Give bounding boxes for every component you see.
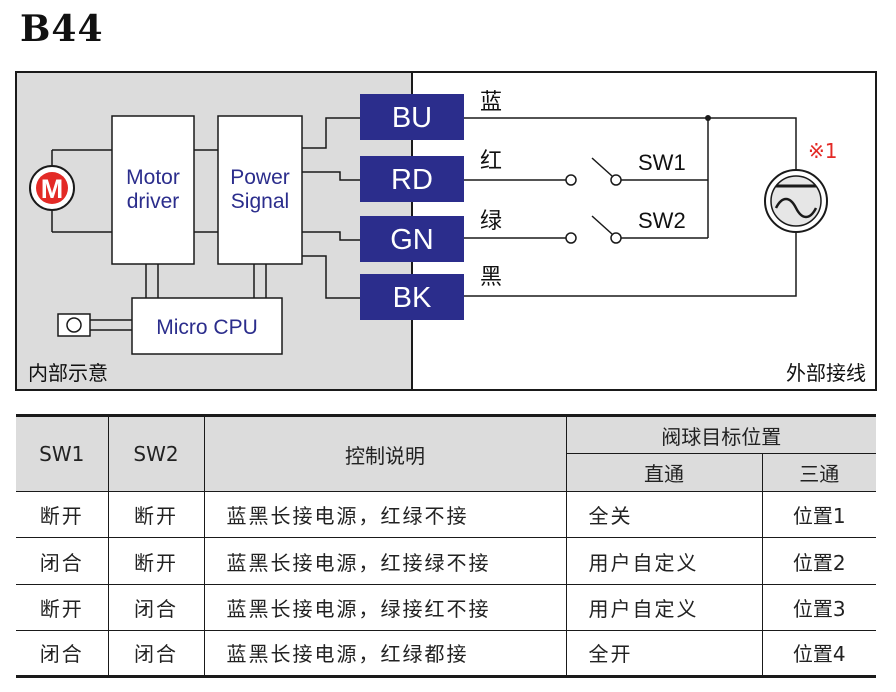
header-target: 阀球目标位置 bbox=[565, 414, 876, 455]
note-mark: ※1 bbox=[808, 139, 837, 163]
header-sw1: SW1 bbox=[16, 414, 109, 493]
cell-three: 位置4 bbox=[761, 629, 876, 678]
cell-straight: 全开 bbox=[565, 629, 763, 678]
cell-sw2: 闭合 bbox=[107, 583, 205, 631]
motor-driver-label-2: driver bbox=[127, 190, 180, 213]
wire-bu-line bbox=[464, 117, 797, 170]
micro-cpu-label: Micro CPU bbox=[156, 316, 258, 339]
sw2-contact-a bbox=[565, 232, 577, 244]
cell-straight: 用户自定义 bbox=[565, 537, 763, 585]
cell-sw1: 断开 bbox=[16, 491, 109, 539]
cell-sw2: 断开 bbox=[107, 491, 205, 539]
wire-box-bk bbox=[360, 274, 464, 320]
table-row: 断开 断开 蓝黑长接电源，红绿不接 全关 位置1 bbox=[16, 491, 876, 539]
cell-desc: 蓝黑长接电源，红接绿不接 bbox=[203, 537, 567, 585]
cell-sw1: 断开 bbox=[16, 583, 109, 631]
wire-code-bk: BK bbox=[393, 282, 432, 314]
external-label: 外部接线 bbox=[786, 361, 866, 385]
wire-box-gn bbox=[360, 216, 464, 262]
cell-desc: 蓝黑长接电源，绿接红不接 bbox=[203, 583, 567, 631]
motor-symbol: M bbox=[41, 174, 64, 204]
wire-color-gn: 绿 bbox=[480, 209, 502, 234]
table-header-row: SW1 SW2 控制说明 阀球目标位置 bbox=[16, 414, 876, 493]
motor-driver-box bbox=[111, 115, 195, 265]
cell-three: 位置2 bbox=[761, 537, 876, 585]
table-row: 断开 闭合 蓝黑长接电源，绿接红不接 用户自定义 位置3 bbox=[16, 583, 876, 631]
wiring-diagram: M Motor driver Power Signal Micro CPU BU… bbox=[15, 71, 877, 391]
sw2-label: SW2 bbox=[638, 208, 686, 233]
sw2-blade bbox=[591, 215, 613, 235]
wire-color-bk: 黑 bbox=[480, 265, 502, 290]
cell-sw2: 闭合 bbox=[107, 629, 205, 678]
cell-sw2: 断开 bbox=[107, 537, 205, 585]
table-row: 闭合 闭合 蓝黑长接电源，红绿都接 全开 位置4 bbox=[16, 629, 876, 678]
internal-label: 内部示意 bbox=[28, 361, 108, 385]
table-row: 闭合 断开 蓝黑长接电源，红接绿不接 用户自定义 位置2 bbox=[16, 537, 876, 585]
micro-cpu-box bbox=[131, 297, 283, 355]
diagram-frame bbox=[15, 71, 877, 391]
control-table: SW1 SW2 控制说明 阀球目标位置 直通 三通 断开 断开 蓝黑长接电源，红… bbox=[16, 414, 876, 678]
power-signal-label-2: Signal bbox=[231, 190, 289, 213]
power-signal-box bbox=[217, 115, 303, 265]
wire-code-gn: GN bbox=[390, 224, 434, 256]
cell-sw1: 闭合 bbox=[16, 629, 109, 678]
sw1-contact-b bbox=[610, 174, 622, 186]
cell-desc: 蓝黑长接电源，红绿不接 bbox=[203, 491, 567, 539]
page-title: B44 bbox=[20, 8, 104, 50]
wire-box-bu bbox=[360, 94, 464, 140]
sw1-blade bbox=[591, 157, 613, 177]
header-desc: 控制说明 bbox=[203, 414, 567, 493]
wire-box-rd bbox=[360, 156, 464, 202]
power-signal-label-1: Power bbox=[230, 166, 290, 189]
cell-desc: 蓝黑长接电源，红绿都接 bbox=[203, 629, 567, 678]
wire-color-bu: 蓝 bbox=[480, 90, 502, 115]
cell-straight: 全关 bbox=[565, 491, 763, 539]
cell-straight: 用户自定义 bbox=[565, 583, 763, 631]
header-straight: 直通 bbox=[566, 453, 763, 493]
cell-sw1: 闭合 bbox=[16, 537, 109, 585]
cell-three: 位置3 bbox=[761, 583, 876, 631]
sw2-contact-b bbox=[610, 232, 622, 244]
sw1-contact-a bbox=[565, 174, 577, 186]
table-subheader-row: 直通 三通 bbox=[16, 453, 876, 493]
wire-color-rd: 红 bbox=[480, 149, 502, 174]
wire-code-bu: BU bbox=[392, 102, 432, 134]
sw1-label: SW1 bbox=[638, 150, 686, 175]
motor-driver-label-1: Motor bbox=[126, 166, 180, 189]
cell-three: 位置1 bbox=[761, 491, 876, 539]
header-sw2: SW2 bbox=[107, 414, 205, 493]
wire-code-rd: RD bbox=[391, 164, 433, 196]
header-three: 三通 bbox=[761, 453, 876, 493]
wire-bk-line bbox=[464, 232, 797, 297]
